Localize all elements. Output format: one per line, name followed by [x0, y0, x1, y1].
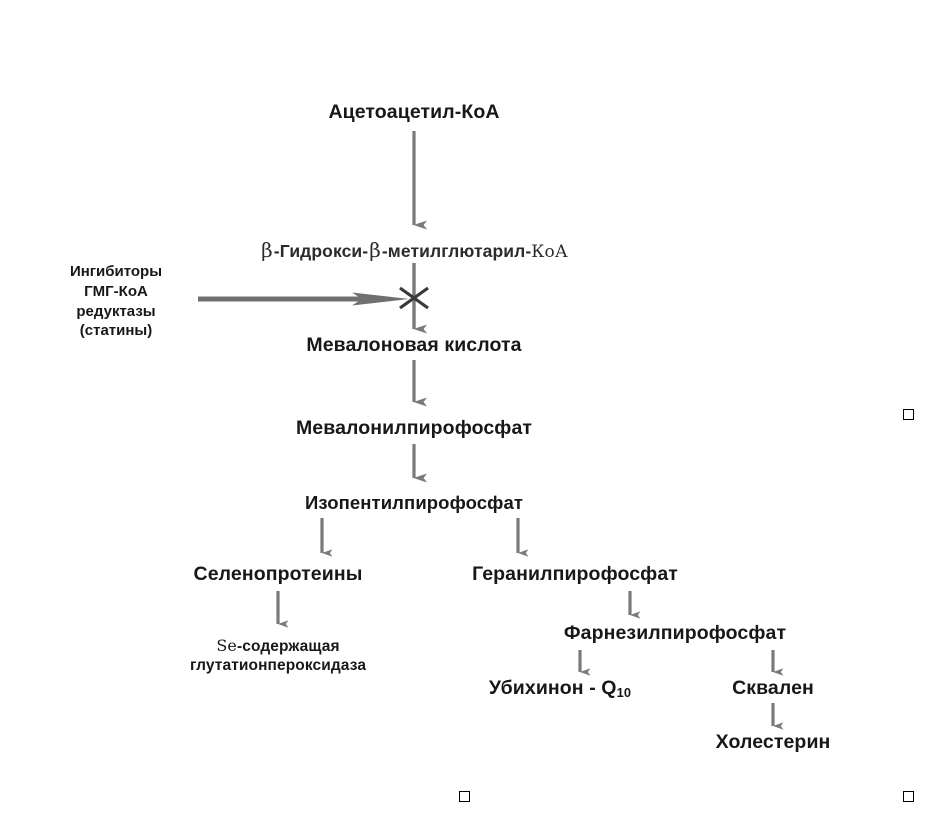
beta-symbol-2: β — [369, 238, 381, 262]
inhibitor-statins-label: Ингибиторы ГМГ-КоА редуктазы (статины) — [70, 262, 162, 341]
page-mark-bottom-center — [459, 791, 470, 802]
node-mevalonyl-pyrophosphate-label: Мевалонилпирофосфат — [295, 417, 533, 439]
node-hmg-coa-tail: -метилглютарил- — [381, 241, 532, 261]
node-ubiquinone-q10: Убихинон - Q10 — [489, 677, 631, 700]
node-cholesterol: Холестерин — [716, 731, 831, 754]
node-ubiquinone-q10-label: Убихинон - Q — [488, 677, 617, 699]
node-acetoacetyl-coa: Ацетоацетил-КоА — [328, 101, 499, 124]
node-farnesyl-pyrophosphate-label: Фарнезилпирофосфат — [563, 622, 787, 644]
node-squalene-label: Сквален — [732, 677, 814, 699]
node-se-glutathione-peroxidase-line-2: глутатионпероксидаза — [189, 657, 367, 675]
inhibition-cross-icon — [399, 286, 429, 310]
node-squalene: Сквален — [732, 677, 814, 700]
node-geranyl-pyrophosphate-label: Геранилпирофосфат — [472, 563, 678, 585]
arrow-inhibitor — [198, 292, 409, 306]
node-se-glutathione-peroxidase-line-1: Se-содержащая — [190, 636, 366, 656]
node-geranyl-pyrophosphate: Геранилпирофосфат — [472, 563, 678, 586]
node-hmg-coa-koa: КоА — [531, 242, 568, 262]
beta-symbol-1: β — [261, 238, 273, 262]
inhibitor-line-4: (статины) — [79, 322, 153, 340]
node-isopentenyl-pyrophosphate: Изопентилпирофосфат — [305, 492, 523, 514]
inhibitor-line-1: Ингибиторы — [69, 263, 163, 280]
node-selenoproteins: Селенопротеины — [194, 563, 363, 586]
node-hmg-coa: β-Гидрокси-β-метилглютарил-КоА — [260, 238, 568, 263]
node-acetoacetyl-coa-label: Ацетоацетил-КоА — [328, 101, 500, 123]
node-farnesyl-pyrophosphate: Фарнезилпирофосфат — [564, 622, 786, 645]
node-se-glutathione-peroxidase: Se-содержащая глутатионпероксидаза — [190, 636, 366, 676]
node-isopentenyl-pyrophosphate-label: Изопентилпирофосфат — [304, 492, 524, 513]
node-mevalonyl-pyrophosphate: Мевалонилпирофосфат — [296, 417, 532, 440]
node-cholesterol-label: Холестерин — [715, 731, 831, 753]
se-symbol: Se — [216, 636, 238, 655]
inhibitor-line-2: ГМГ-КоА — [84, 282, 148, 300]
node-ubiquinone-q10-subscript: 10 — [616, 685, 632, 701]
page-mark-right-middle — [903, 409, 914, 420]
node-mevalonic-acid-label: Мевалоновая кислота — [306, 334, 522, 356]
node-mevalonic-acid: Мевалоновая кислота — [306, 334, 521, 357]
page-mark-bottom-right — [903, 791, 914, 802]
node-hmg-coa-mid: -Гидрокси- — [273, 241, 369, 261]
inhibitor-line-3: редуктазы — [76, 302, 156, 320]
node-selenoproteins-label: Селенопротеины — [193, 563, 363, 585]
node-se-glutathione-peroxidase-suffix: -содержащая — [237, 638, 340, 655]
